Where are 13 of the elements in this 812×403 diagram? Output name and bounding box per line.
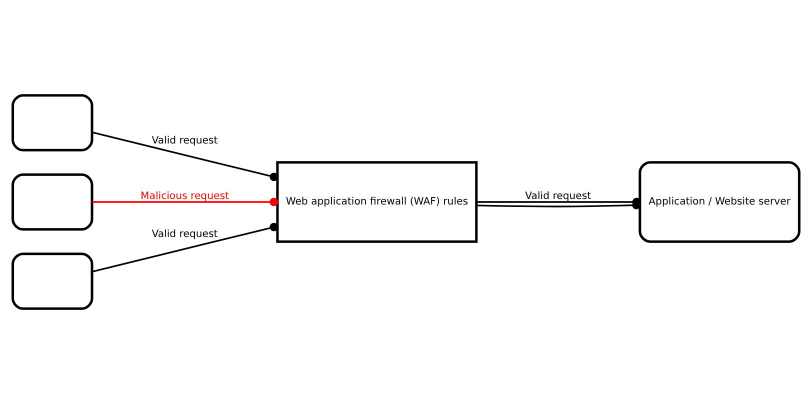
edge-label: Malicious request [140, 190, 229, 202]
node-laptop [12, 252, 94, 310]
connector [92, 197, 278, 206]
node-laptop [12, 172, 94, 230]
node-box: Application / Website server [638, 160, 800, 242]
node-box: Web application firewall (WAF) rules [276, 160, 478, 242]
connector [92, 222, 278, 272]
edge-label: Valid request [525, 190, 592, 202]
edge-label: Valid request [152, 228, 218, 240]
node-laptop [12, 94, 94, 151]
connector [476, 200, 641, 209]
connector [92, 131, 278, 181]
edge-label: Valid request [152, 135, 218, 146]
